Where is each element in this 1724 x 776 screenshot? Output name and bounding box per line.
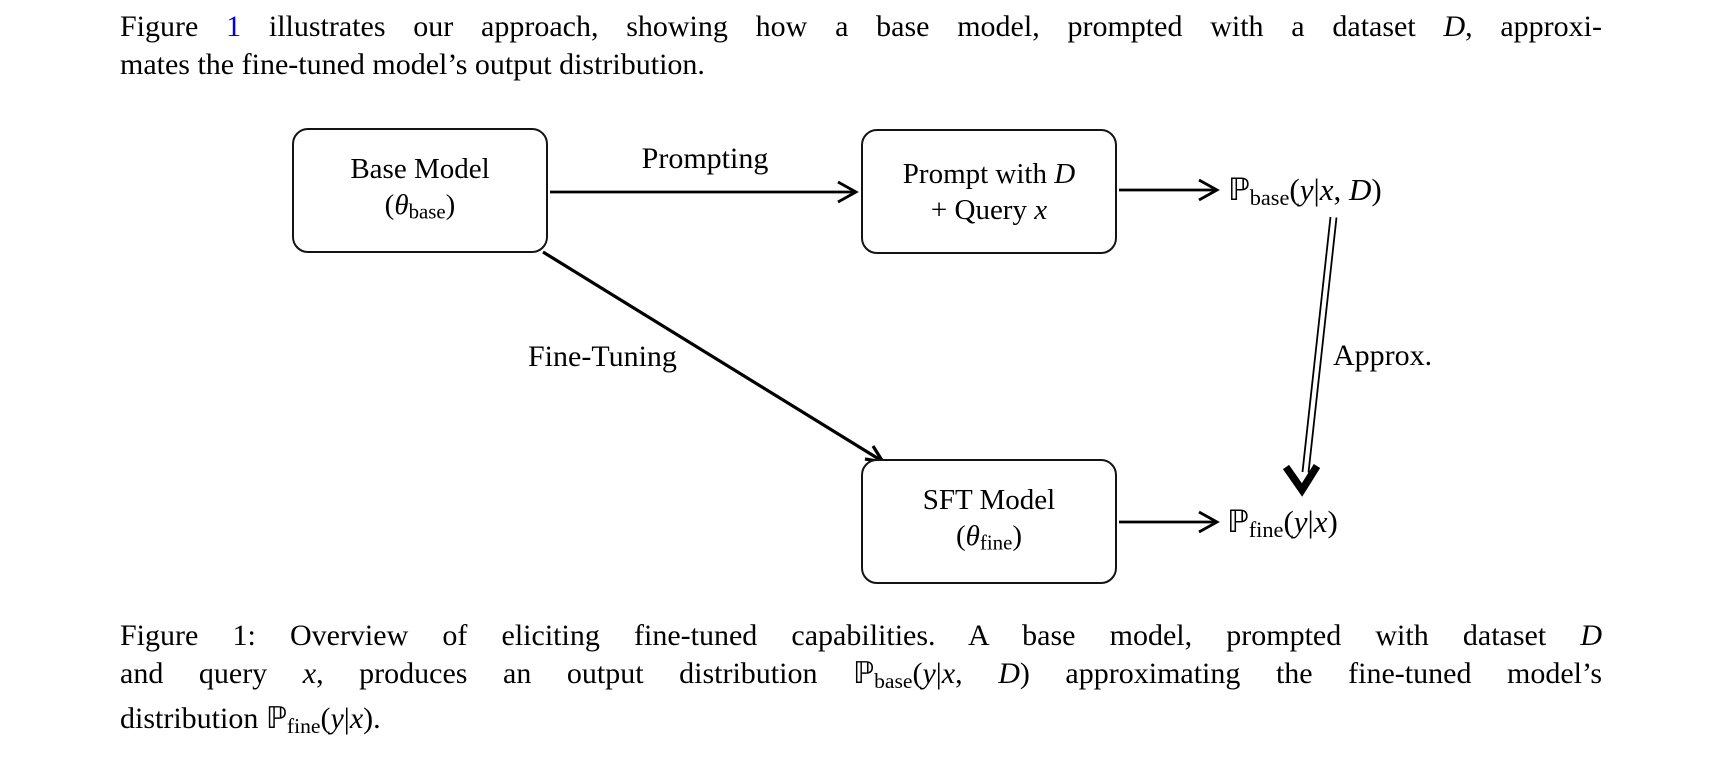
text-segment: Figure [120, 10, 227, 43]
base-model-theta: (θbase) [385, 187, 456, 230]
intro-paragraph: Figure 1 illustrates our approach, showi… [120, 8, 1602, 84]
intro-line-2: mates the fine-tuned model’s output dist… [120, 46, 1602, 84]
text-segment: Prompt with [902, 157, 1055, 190]
text-segment: Base Model [350, 153, 490, 186]
text-segment: D [998, 657, 1020, 690]
text-segment: ) [1012, 520, 1023, 553]
text-segment: , approxi- [1465, 10, 1603, 43]
p-base-label: ℙbase(y|x, D) [1228, 171, 1382, 217]
text-segment: ) [1371, 172, 1382, 207]
sft-model-box: SFT Model (θfine) [861, 459, 1117, 584]
text-segment: ℙ [853, 656, 875, 691]
text-segment: ) approximating the fine-tuned model’s [1019, 657, 1603, 690]
text-segment: y [1293, 504, 1308, 539]
text-segment: ℙ [1228, 172, 1250, 208]
text-segment: , produces an output distribution [316, 657, 854, 690]
text-segment: distribution [120, 701, 266, 735]
text-segment: ( [1289, 172, 1300, 207]
text-segment: , [1333, 172, 1349, 207]
sft-model-label: SFT Model [923, 482, 1055, 518]
fine-tuning-edge-label: Fine-Tuning [528, 340, 677, 373]
text-segment: ) [1327, 504, 1338, 539]
text-segment: base [874, 668, 913, 693]
text-segment: x [1313, 504, 1328, 539]
text-segment: and query [120, 657, 303, 690]
figure-ref-link[interactable]: 1 [226, 10, 242, 43]
text-segment: y [1299, 172, 1314, 207]
approx-double-arrow [1282, 216, 1338, 497]
text-segment: D [1580, 619, 1602, 652]
sft-model-theta: (θfine) [956, 518, 1022, 561]
text-segment: base [408, 199, 446, 224]
prompting-edge-label: Prompting [641, 142, 769, 175]
text-segment: D [1054, 157, 1076, 190]
text-segment: θ [394, 189, 409, 222]
text-segment: ℙ [265, 700, 287, 736]
text-segment: y [922, 657, 936, 690]
prompt-box-label-2: + Query x [931, 192, 1047, 228]
base-model-label: Base Model [350, 151, 489, 187]
prompt-output-arrow [1119, 178, 1220, 202]
text-segment: , [955, 657, 999, 690]
text-segment: illustrates our approach, showing how a … [241, 10, 1444, 43]
caption-line-2: and query x, produces an output distribu… [120, 655, 1602, 700]
text-segment: fine [1248, 516, 1284, 542]
text-segment: ( [955, 520, 966, 553]
text-segment: ( [320, 701, 331, 735]
text-segment: | [1307, 504, 1314, 539]
text-segment: D [1443, 10, 1466, 43]
sft-output-arrow [1119, 510, 1220, 534]
text-segment: x [1319, 172, 1334, 207]
text-segment: ). [363, 701, 381, 735]
text-segment: ( [912, 657, 923, 690]
text-segment: x [1034, 193, 1048, 226]
text-segment: x [302, 657, 317, 690]
caption-line-1: Figure 1: Overview of eliciting fine-tun… [120, 617, 1602, 655]
text-segment: + Query [930, 193, 1035, 226]
text-segment: ) [445, 189, 456, 222]
text-segment: SFT Model [922, 484, 1056, 517]
text-segment: θ [965, 520, 980, 553]
text-segment: | [935, 657, 942, 690]
text-segment: fine [979, 530, 1013, 555]
text-segment: ( [1283, 504, 1294, 539]
p-fine-label: ℙfine(y|x) [1227, 503, 1338, 549]
text-segment: D [1348, 172, 1372, 207]
figure-caption: Figure 1: Overview of eliciting fine-tun… [120, 617, 1602, 745]
prompt-box-label-1: Prompt with D [903, 156, 1075, 192]
text-segment: x [349, 701, 364, 735]
text-segment: ℙ [1227, 504, 1249, 540]
text-segment: base [1249, 184, 1290, 210]
prompt-box: Prompt with D + Query x [861, 129, 1117, 254]
text-segment: | [343, 701, 350, 735]
text-segment: ( [384, 189, 395, 222]
text-segment: Figure 1: Overview of eliciting fine-tun… [120, 619, 1581, 652]
text-segment: | [1313, 172, 1320, 207]
text-segment: y [330, 701, 344, 735]
base-model-box: Base Model (θbase) [292, 128, 548, 253]
intro-line-1: Figure 1 illustrates our approach, showi… [120, 8, 1602, 46]
text-segment: x [941, 657, 956, 690]
caption-line-3: distribution ℙfine(y|x). [120, 700, 1602, 745]
text-segment: fine [286, 713, 321, 738]
approx-edge-label: Approx. [1333, 339, 1433, 372]
prompting-arrow [550, 180, 859, 204]
text-segment: mates the fine-tuned model’s output dist… [120, 48, 705, 81]
